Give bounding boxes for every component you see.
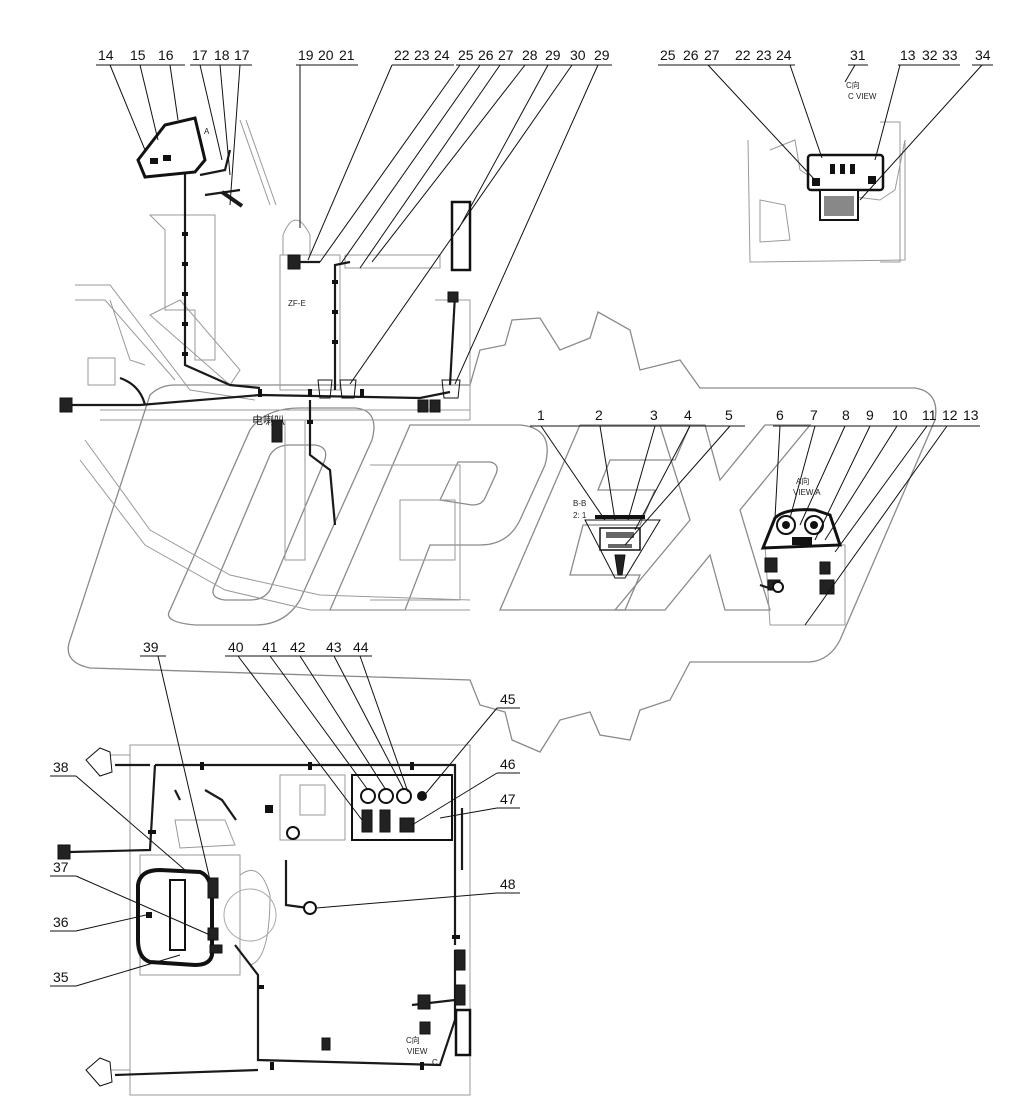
zf-label: ZF-E	[288, 299, 306, 308]
watermark-letter-x	[613, 424, 812, 611]
callout: 45	[500, 691, 516, 707]
callout: 33	[942, 47, 958, 63]
callout: 43	[326, 639, 342, 655]
callout: 4	[684, 407, 692, 423]
callout: 32	[922, 47, 938, 63]
view-c-top: C向 C VIEW	[747, 80, 906, 263]
callout: 29	[594, 47, 610, 63]
callout: 46	[500, 756, 516, 772]
callout: 48	[500, 876, 516, 892]
callout: 44	[353, 639, 369, 655]
connector-left	[59, 397, 73, 413]
callout: 12	[942, 407, 958, 423]
callout: 23	[414, 47, 430, 63]
view-c-bottom-label: C向	[406, 1035, 420, 1045]
sensor-label: 电喇叭	[252, 413, 285, 427]
detail-a: A向 VIEW A	[759, 476, 846, 626]
callout: 42	[290, 639, 306, 655]
view-c-label: C向	[846, 80, 860, 90]
callout: 17	[234, 47, 250, 63]
callout: 18	[214, 47, 230, 63]
dashboard-panel	[136, 116, 207, 179]
callout: 11	[922, 407, 937, 423]
callout: 36	[53, 914, 69, 930]
callout: 9	[866, 407, 874, 423]
watermark-letter-p	[329, 424, 548, 611]
callout: 30	[570, 47, 586, 63]
watermark-gear-outline	[67, 311, 937, 753]
callout: 24	[434, 47, 450, 63]
callout: 8	[842, 407, 850, 423]
view-c-label-en: C VIEW	[848, 92, 877, 101]
callout: 26	[683, 47, 699, 63]
callout: 17	[192, 47, 208, 63]
view-a-label-en: VIEW A	[793, 488, 821, 497]
callout: 38	[53, 759, 69, 775]
callout: 15	[130, 47, 146, 63]
callout: 16	[158, 47, 174, 63]
callout: 47	[500, 791, 516, 807]
callout: 22	[394, 47, 410, 63]
callout: 20	[318, 47, 334, 63]
callout: 37	[53, 859, 69, 875]
callout: 13	[963, 407, 979, 423]
callout: 25	[458, 47, 474, 63]
callout: 2	[595, 407, 603, 423]
watermark-letter-o	[167, 407, 375, 626]
callout: 5	[725, 407, 733, 423]
callout: 1	[537, 407, 545, 423]
callouts-detail-a: 6 7 8 9 10 11 12 13	[773, 407, 980, 626]
arrow-a-label: A	[204, 127, 210, 136]
callout: 3	[650, 407, 658, 423]
opex-watermark	[67, 311, 937, 753]
callout: 26	[478, 47, 494, 63]
callout: 31	[850, 47, 866, 63]
callout: 41	[262, 639, 278, 655]
view-a-label: A向	[796, 476, 809, 486]
callouts-top-left: 14 15 16 17 18 17 19 20 21 22 23 24 25 2…	[96, 47, 612, 385]
callout: 6	[776, 407, 784, 423]
main-view: ZF-E 电喇叭 A	[59, 116, 472, 611]
callout: 10	[892, 407, 908, 423]
callout: 14	[98, 47, 114, 63]
callout: 40	[228, 639, 244, 655]
callout: 27	[498, 47, 514, 63]
callout: 29	[545, 47, 561, 63]
callout: 34	[975, 47, 991, 63]
callout: 35	[53, 969, 69, 985]
section-b-label: B-B	[573, 499, 586, 508]
callouts-detail-b: 1 2 3 4 5	[530, 407, 745, 546]
callout: 7	[810, 407, 818, 423]
callout: 22	[735, 47, 751, 63]
detail-b-b: B-B 2: 1	[573, 499, 661, 579]
callout: 25	[660, 47, 676, 63]
callout: 39	[143, 639, 159, 655]
callouts-top-right: 25 26 27 22 23 24 31 13 32 33 34	[658, 47, 993, 201]
callout: 27	[704, 47, 720, 63]
callouts-bottom: 39 40 41 42 43 44 45 46 47 48 38 37 36 3…	[50, 639, 520, 987]
section-scale: 2: 1	[573, 511, 587, 520]
callout: 19	[298, 47, 314, 63]
view-c-bottom-label-en: VIEW	[407, 1047, 428, 1056]
callout: 13	[900, 47, 916, 63]
callout: 21	[339, 47, 355, 63]
view-c-letter: C	[432, 1058, 438, 1067]
callout: 28	[522, 47, 538, 63]
callout: 24	[776, 47, 792, 63]
bottom-view: C向 VIEW C	[57, 744, 472, 1096]
callout: 23	[756, 47, 772, 63]
